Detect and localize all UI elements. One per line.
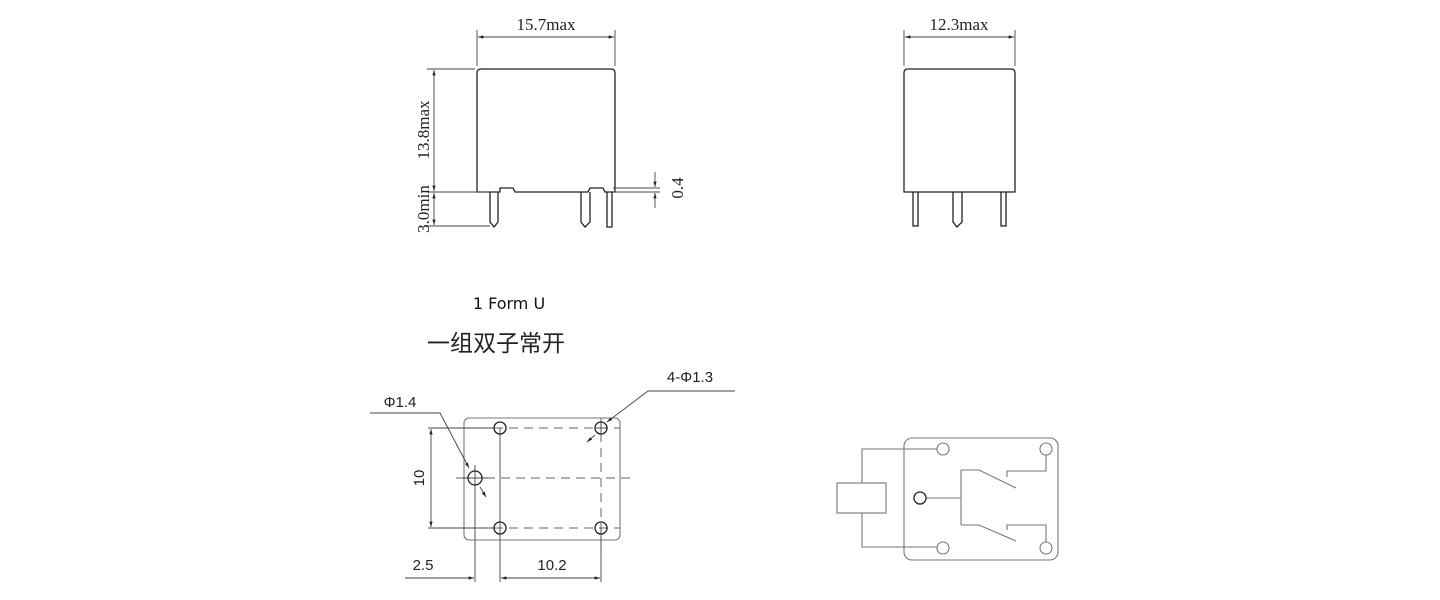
offset-label: 2.5 — [413, 557, 434, 574]
terminal — [1039, 442, 1053, 456]
vertical-pitch-label: 10 — [411, 470, 428, 487]
contact-form-title: 1 Form U — [473, 294, 545, 313]
terminal — [936, 442, 950, 456]
hole-top-left — [493, 421, 507, 435]
relay-body-side — [903, 68, 1016, 193]
schematic-outline — [903, 437, 1059, 561]
coil — [836, 482, 887, 514]
horizontal-pitch-label: 10.2 — [537, 557, 566, 574]
schematic — [836, 437, 1059, 561]
contact-form-subtitle: 一组双子常开 — [427, 331, 565, 357]
small-holes-label: 4-Φ1.3 — [667, 369, 713, 386]
side-width-label: 12.3max — [929, 15, 989, 34]
pin-middle — [580, 192, 591, 228]
hole-bottom-left — [493, 521, 507, 535]
large-hole-label: Φ1.4 — [384, 394, 417, 411]
switch-lower — [961, 524, 1017, 542]
pin-right — [606, 192, 613, 228]
pcb-layout: 10 2.5 10.2 Φ1.4 4-Φ1.3 — [370, 369, 735, 582]
pin-side-left — [912, 192, 919, 227]
terminal — [1039, 541, 1053, 555]
hole-bottom-right — [594, 521, 608, 535]
hole-large — [467, 470, 483, 486]
switch-upper — [961, 469, 1017, 489]
standoff-label: 0.4 — [668, 177, 687, 199]
height-label: 13.8max — [414, 100, 433, 160]
side-view: 12.3max — [903, 15, 1016, 228]
width-label: 15.7max — [516, 15, 576, 34]
relay-body-front — [476, 68, 616, 193]
pcb-outline — [463, 417, 621, 541]
terminal-common — [913, 491, 927, 505]
pin-side-middle — [952, 192, 963, 228]
terminal — [936, 541, 950, 555]
front-view: 15.7max 13.8max 3.0min 0.4 — [414, 15, 687, 233]
pin-length-label: 3.0min — [414, 185, 433, 233]
pin-side-right — [1000, 192, 1007, 227]
pin-left — [489, 192, 499, 229]
